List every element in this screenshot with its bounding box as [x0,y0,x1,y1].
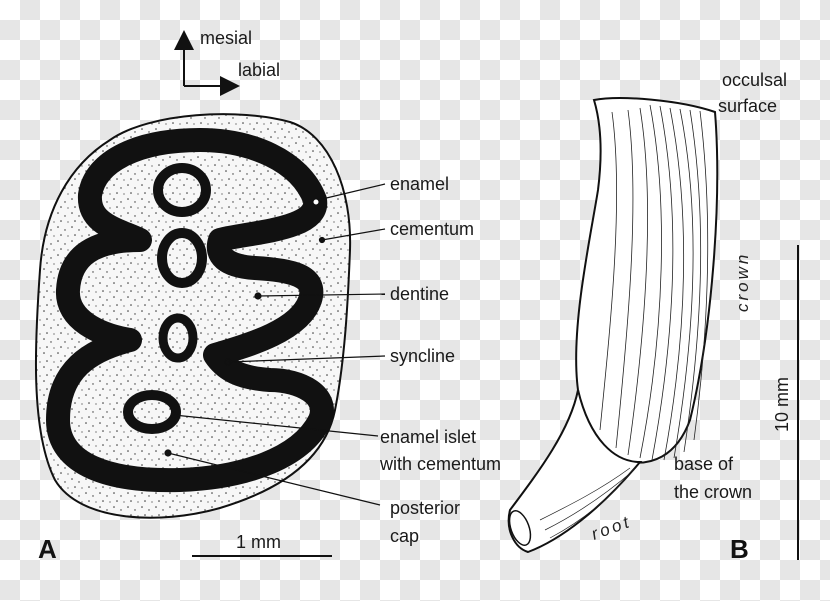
enamel-islets [123,163,211,434]
label-crown: crown [733,252,752,312]
panel-letter-a: A [38,534,57,564]
enamel-band [46,128,334,493]
label-occ-line1: occulsal [722,70,787,90]
root-outline [507,389,643,554]
label-base-line1: base of [674,454,734,474]
label-cap-line1: posterior [390,498,460,518]
label-cementum: cementum [390,219,474,239]
mesial-label: mesial [200,28,252,48]
label-occ-line2: surface [718,96,777,116]
labial-label: labial [238,60,280,80]
label-cap-line2: cap [390,526,419,546]
panel-b-lateral-view: occulsal surface crown root base of the … [507,70,799,564]
orientation-indicator: mesial labial [174,28,280,96]
root-tip [508,510,532,546]
label-islet-line1: enamel islet [380,427,476,447]
crown-streaks [599,104,709,461]
scale-label-b: 10 mm [772,377,792,432]
islet-1 [153,163,211,217]
label-root: root [589,512,634,544]
label-islet-line2: with cementum [379,454,501,474]
scale-label-a: 1 mm [236,532,281,552]
panel-a-leaders [164,183,386,506]
label-enamel: enamel [390,174,449,194]
crown-outline [575,97,719,464]
islet-4 [123,390,181,434]
islet-2 [157,228,207,288]
label-syncline: syncline [390,346,455,366]
root-streaks [539,465,637,539]
label-base-line2: the crown [674,482,752,502]
label-dentine: dentine [390,284,449,304]
tooth-outline [34,113,352,519]
panel-a-cross-section: enamel cementum dentine syncline enamel … [34,113,501,564]
islet-3 [158,313,198,363]
panel-letter-b: B [730,534,749,564]
